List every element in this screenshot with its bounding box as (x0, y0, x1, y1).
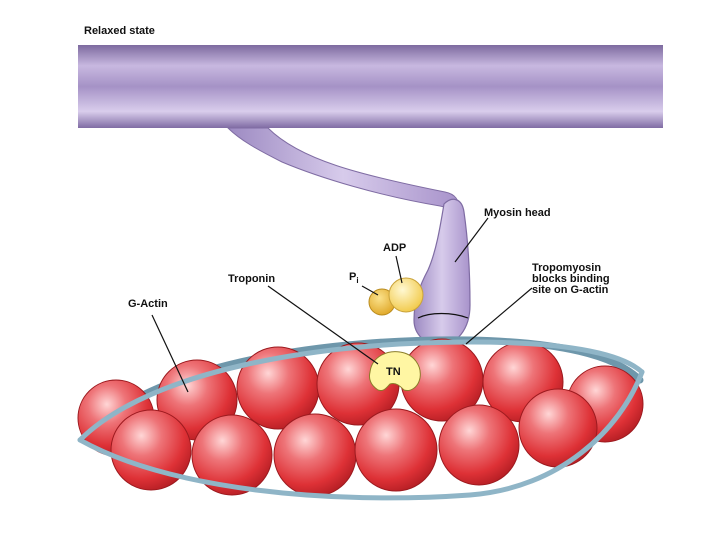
tropomyosin-strand-lower (77, 369, 645, 501)
actin-front-row (110, 388, 598, 497)
tropomyosin-strand-front (77, 339, 645, 443)
diagram-title: Relaxed state (84, 25, 155, 37)
myosin-head (413, 198, 471, 346)
g-actin-label: G-Actin (128, 298, 168, 310)
troponin-complex (369, 351, 421, 391)
g-actin-bead (354, 408, 438, 492)
troponin-label: Troponin (228, 273, 275, 285)
tropomyosin-pointer (465, 287, 533, 345)
pi-label-main: P (349, 271, 356, 283)
tn-label: TN (386, 366, 401, 378)
tropomyosin-label-line3: site on G-actin (532, 284, 609, 296)
pi-label-sub: i (356, 276, 358, 285)
myosin-head-pointer (454, 217, 489, 263)
g-actin-pointer (151, 314, 189, 393)
tropomyosin-label-line2: blocks binding (532, 273, 610, 285)
g-actin-bead (191, 414, 273, 496)
pi-label: Pi (349, 271, 359, 285)
troponin-pointer (267, 285, 379, 365)
g-actin-bead (110, 409, 192, 491)
g-actin-bead (438, 404, 520, 486)
tropomyosin-label: Tropomyosin blocks binding site on G-act… (532, 262, 613, 296)
g-actin-bead (518, 388, 598, 468)
g-actin-bead (273, 413, 357, 497)
myosin-neck (226, 127, 459, 211)
thick-filament (78, 45, 663, 128)
adp-pointer (395, 255, 403, 284)
myosin-head-label: Myosin head (484, 207, 551, 219)
adp-label: ADP (383, 242, 406, 254)
adp-molecule (388, 277, 424, 313)
myosin-head-tip-line (417, 312, 469, 319)
pi-pointer (361, 285, 379, 296)
tropomyosin-label-line1: Tropomyosin (532, 262, 601, 274)
